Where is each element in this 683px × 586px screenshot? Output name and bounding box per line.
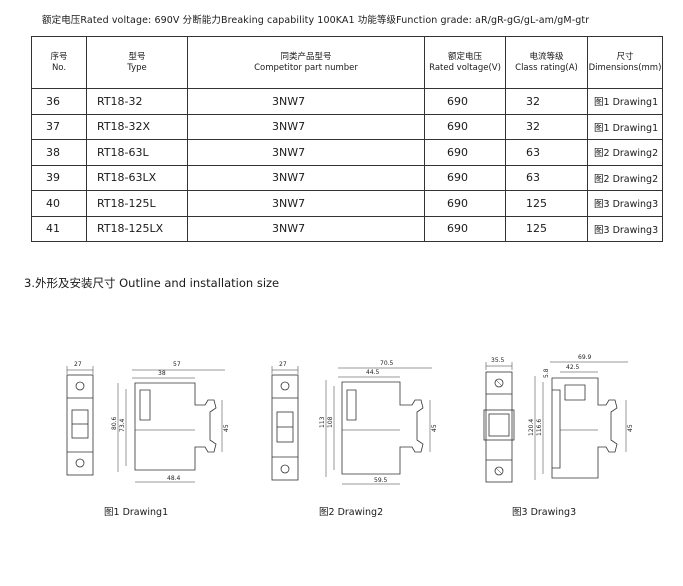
cell-comp: 3NW7	[187, 215, 425, 242]
cell-type: RT18-125LX	[86, 215, 188, 242]
drawing-2-side-view: 70.5 44.5 113 108 45 59.5	[319, 360, 438, 485]
d3-side-top-dim: 5.8	[543, 368, 550, 378]
d2-side-bottom-dim: 59.5	[374, 477, 388, 484]
d1-rail-dim: 45	[223, 424, 230, 432]
drawing-3-side-view: 69.9 42.5 5.8 120.4 116.6 45	[528, 354, 634, 480]
d2-side-overall-dim: 70.5	[380, 360, 394, 367]
d2-rail-dim: 45	[431, 424, 438, 432]
d1-side-bottom-dim: 48.4	[167, 475, 181, 482]
d1-height-outer-dim: 80.6	[111, 416, 118, 430]
cell-no: 37	[31, 113, 87, 140]
cell-dim: 图3 Drawing3	[587, 190, 663, 217]
drawing-1-side-view: 57 38 80.6 73.4 45 48.4	[111, 361, 230, 483]
drawing-3-front-view: 35.5	[483, 357, 515, 483]
cell-dim: 图2 Drawing2	[587, 139, 663, 166]
rating-summary-line: 额定电压Rated voltage: 690V 分断能力Breaking cap…	[42, 15, 590, 26]
d1-height-inner-dim: 73.4	[119, 418, 126, 432]
cell-no: 40	[31, 190, 87, 217]
cell-volt: 690	[424, 88, 506, 115]
cell-amp: 125	[505, 215, 588, 242]
cell-amp: 32	[505, 88, 588, 115]
drawing-1: 27 57 38 80.6 73.4 45 48.4	[66, 361, 230, 483]
d3-side-overall-dim: 69.9	[578, 354, 592, 361]
cell-amp: 63	[505, 164, 588, 191]
d3-height-inner-dim: 116.6	[536, 419, 543, 436]
d3-front-width-dim: 35.5	[491, 357, 505, 364]
d1-front-width-dim: 27	[74, 361, 82, 368]
cell-no: 39	[31, 164, 87, 191]
cell-no: 36	[31, 88, 87, 115]
drawing-2: 27 70.5 44.5 113 108 45 59.5	[271, 360, 438, 485]
drawing-2-front-view: 27	[271, 361, 299, 481]
cell-type: RT18-32X	[86, 113, 188, 140]
cell-comp: 3NW7	[187, 88, 425, 115]
cell-comp: 3NW7	[187, 190, 425, 217]
cell-dim: 图1 Drawing1	[587, 113, 663, 140]
d2-height-inner-dim: 108	[327, 416, 334, 428]
d3-rail-dim: 45	[627, 424, 634, 432]
drawing-3: 35.5 69.9 42.5 5.8 120.4 116.6	[483, 354, 634, 483]
d1-side-overall-dim: 57	[173, 361, 181, 368]
cell-volt: 690	[424, 139, 506, 166]
cell-amp: 63	[505, 139, 588, 166]
d3-height-outer-dim: 120.4	[528, 419, 535, 436]
drawing-1-front-view: 27	[66, 361, 94, 476]
cell-amp: 125	[505, 190, 588, 217]
d2-height-outer-dim: 113	[319, 416, 326, 428]
d2-front-width-dim: 27	[279, 361, 287, 368]
d2-side-upper-dim: 44.5	[366, 369, 380, 376]
cell-no: 41	[31, 215, 87, 242]
drawing-3-caption: 图3 Drawing3	[512, 507, 577, 518]
cell-volt: 690	[424, 215, 506, 242]
d1-side-upper-dim: 38	[158, 370, 166, 377]
d3-side-upper-dim: 42.5	[566, 364, 580, 371]
cell-type: RT18-32	[86, 88, 188, 115]
cell-dim: 图3 Drawing3	[587, 215, 663, 242]
section-title: 3.外形及安装尺寸 Outline and installation size	[24, 276, 280, 290]
drawing-2-caption: 图2 Drawing2	[319, 507, 384, 518]
drawing-1-caption: 图1 Drawing1	[104, 507, 169, 518]
